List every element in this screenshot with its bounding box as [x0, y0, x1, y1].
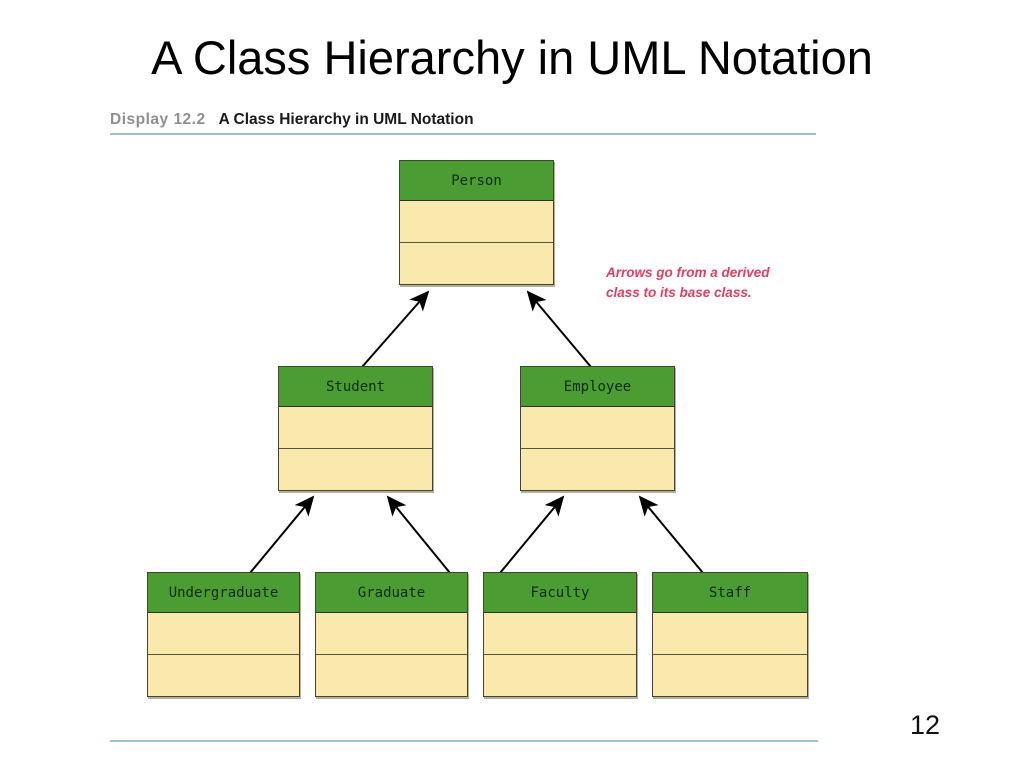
annotation-line-1: Arrows go from a derived	[606, 265, 770, 280]
uml-attributes-compartment	[484, 613, 636, 655]
uml-class-name: Undergraduate	[148, 573, 299, 613]
uml-class-name: Faculty	[484, 573, 636, 613]
uml-class-employee: Employee	[520, 366, 675, 491]
uml-attributes-compartment	[279, 407, 432, 449]
figure-caption: Display 12.2 A Class Hierarchy in UML Not…	[110, 111, 474, 129]
arrow-faculty-to-employee	[499, 495, 565, 574]
page-number: 12	[909, 710, 940, 740]
uml-class-staff: Staff	[652, 572, 808, 697]
slide-bottom-rule	[110, 740, 818, 742]
uml-methods-compartment	[484, 655, 636, 696]
arrow-staff-to-employee	[638, 495, 704, 574]
slide-title: A Class Hierarchy in UML Notation	[151, 31, 873, 84]
uml-methods-compartment	[521, 449, 674, 490]
uml-attributes-compartment	[148, 613, 299, 655]
figure-top-rule	[110, 133, 816, 135]
uml-class-faculty: Faculty	[483, 572, 637, 697]
uml-methods-compartment	[400, 243, 553, 284]
uml-class-person: Person	[399, 160, 554, 285]
uml-class-name: Employee	[521, 367, 674, 407]
uml-class-name: Graduate	[316, 573, 467, 613]
uml-class-graduate: Graduate	[315, 572, 468, 697]
figure-caption-title: A Class Hierarchy in UML Notation	[218, 111, 474, 128]
uml-methods-compartment	[653, 655, 807, 696]
uml-methods-compartment	[316, 655, 467, 696]
uml-class-name: Student	[279, 367, 432, 407]
annotation-line-2: class to its base class.	[606, 285, 752, 300]
arrow-undergraduate-to-student	[249, 495, 315, 574]
arrow-graduate-to-student	[386, 495, 451, 574]
uml-class-student: Student	[278, 366, 433, 491]
uml-class-name: Person	[400, 161, 553, 201]
uml-class-undergraduate: Undergraduate	[147, 572, 300, 697]
arrow-student-to-person	[361, 290, 430, 368]
uml-attributes-compartment	[521, 407, 674, 449]
uml-attributes-compartment	[653, 613, 807, 655]
uml-class-name: Staff	[653, 573, 807, 613]
uml-methods-compartment	[279, 449, 432, 490]
figure-caption-label: Display 12.2	[110, 111, 206, 128]
annotation-note: Arrows go from a derived class to its ba…	[606, 263, 770, 303]
uml-attributes-compartment	[400, 201, 553, 243]
uml-methods-compartment	[148, 655, 299, 696]
arrow-employee-to-person	[526, 290, 592, 368]
uml-attributes-compartment	[316, 613, 467, 655]
